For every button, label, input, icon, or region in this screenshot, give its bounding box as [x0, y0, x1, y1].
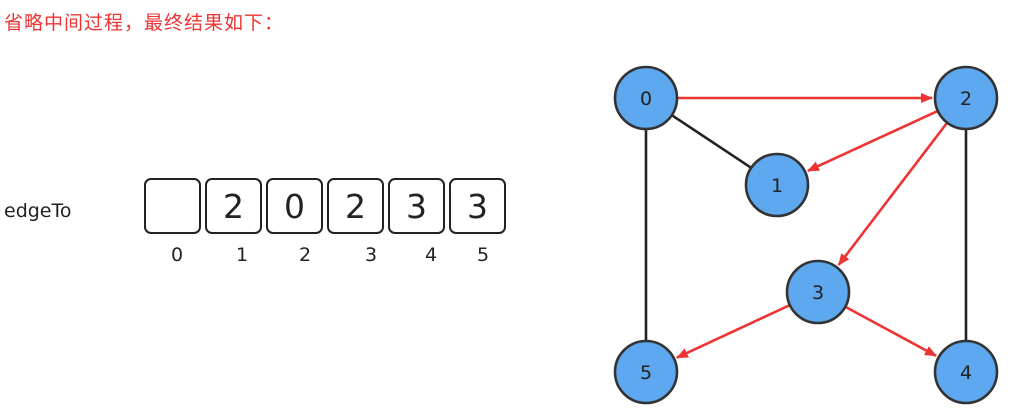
edgeto-index-0: 0	[170, 244, 184, 266]
edgeto-label: edgeTo	[4, 200, 72, 222]
edgeto-index-5: 5	[476, 244, 490, 266]
edgeto-cell-0	[144, 178, 201, 234]
node-5: 5	[613, 339, 679, 405]
node-label-4: 4	[960, 362, 972, 384]
node-circle-0	[613, 65, 679, 131]
edgeto-cell-2: 0	[266, 178, 323, 234]
node-circle-4	[933, 339, 999, 405]
graph-nodes: 0 1 2 3 4 5	[613, 65, 999, 405]
edgeto-index-3: 3	[364, 244, 378, 266]
node-label-3: 3	[812, 282, 824, 304]
node-circle-2	[933, 65, 999, 131]
node-2: 2	[933, 65, 999, 131]
node-label-0: 0	[640, 88, 652, 110]
edge-0-1	[671, 114, 752, 169]
node-0: 0	[613, 65, 679, 131]
edgeto-index-4: 4	[424, 244, 438, 266]
edgeto-index-1: 1	[235, 244, 249, 266]
graph-edges	[644, 93, 968, 359]
edge-3-4	[844, 305, 937, 357]
edge-2-1	[806, 109, 939, 172]
node-label-5: 5	[640, 362, 652, 384]
node-label-2: 2	[960, 88, 972, 110]
edgeto-index-2: 2	[298, 244, 312, 266]
edgeto-cell-1: 2	[205, 178, 262, 234]
node-3: 3	[785, 259, 851, 325]
node-1: 1	[744, 152, 810, 218]
edgeto-cell-4: 3	[388, 178, 445, 234]
caption: 省略中间过程，最终结果如下：	[4, 12, 285, 34]
edge-2-3	[837, 121, 949, 266]
node-circle-3	[785, 259, 851, 325]
edge-3-5	[675, 303, 791, 359]
edgeto-cell-5: 3	[449, 178, 506, 234]
node-circle-5	[613, 339, 679, 405]
node-label-1: 1	[771, 175, 783, 197]
node-4: 4	[933, 339, 999, 405]
node-circle-1	[744, 152, 810, 218]
edgeto-cell-3: 2	[327, 178, 384, 234]
